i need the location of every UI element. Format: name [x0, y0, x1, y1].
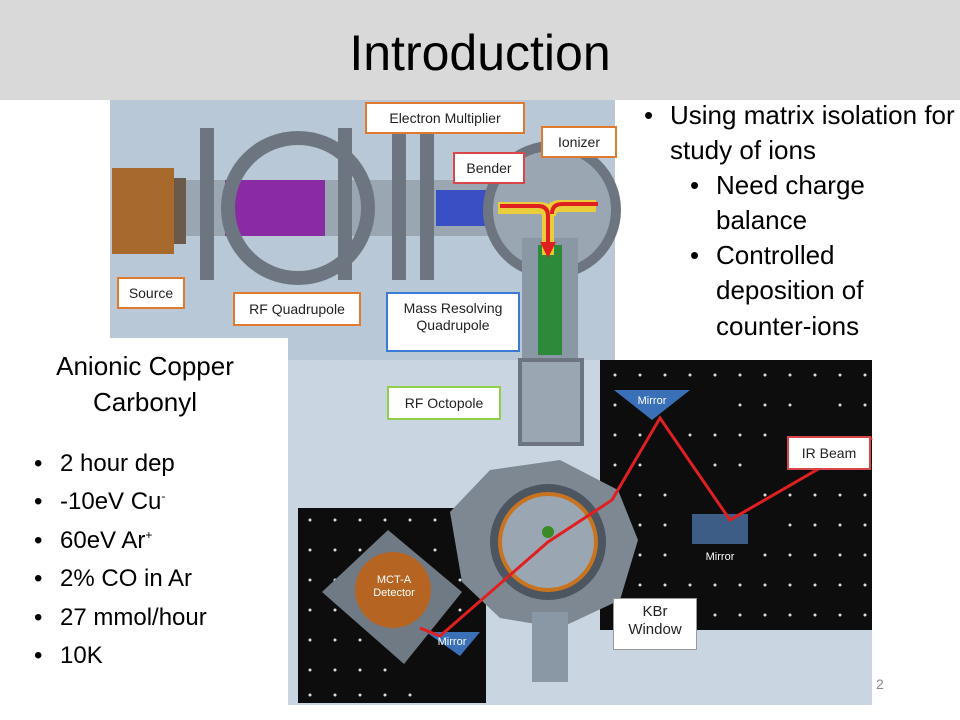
condition-item: -10eV Cu- [34, 483, 207, 522]
mirror-mid-shape [692, 514, 748, 544]
label-source: Source [117, 277, 185, 309]
label-mirror-top: Mirror [637, 395, 667, 407]
left-bullet-list: 2 hour dep -10eV Cu- 60eV Ar+ 2% CO in A… [34, 445, 207, 676]
bullet-controlled-deposition: Controlled deposition of counter-ions [690, 238, 960, 343]
rf-quadrupole-body [225, 180, 325, 236]
label-rf-octopole: RF Octopole [387, 386, 501, 420]
source-cylinder [112, 168, 174, 254]
rf-octopole-body [518, 358, 584, 446]
condition-item: 2% CO in Ar [34, 560, 207, 599]
condition-item: 2 hour dep [34, 445, 207, 484]
label-bender: Bender [453, 152, 525, 184]
title-bar [0, 0, 960, 100]
label-rf-quadrupole: RF Quadrupole [233, 292, 361, 326]
label-electron-multiplier: Electron Multiplier [365, 102, 525, 134]
left-panel-heading: Anionic Copper Carbonyl [56, 351, 234, 418]
right-bullet-list: Using matrix isolation for study of ions… [644, 98, 960, 344]
label-mct-detector: MCT-A Detector [373, 574, 415, 600]
mirror-bottom-shape [426, 632, 480, 656]
label-kbr-window: KBr Window [613, 598, 697, 650]
slide-title: Introduction [349, 25, 611, 81]
condition-item: 60eV Ar+ [34, 522, 207, 561]
label-ir-beam: IR Beam [787, 436, 871, 470]
bullet-charge-balance: Need charge balance [690, 168, 960, 238]
label-ionizer: Ionizer [541, 126, 617, 158]
page-number: 2 [876, 676, 884, 692]
table-holes-right [613, 373, 867, 617]
condition-item: 27 mmol/hour [34, 599, 207, 638]
mirror-top-shape [614, 390, 690, 420]
label-mirror-mid: Mirror [705, 551, 735, 563]
ir-beam-path [419, 415, 873, 638]
bullet-matrix-isolation: Using matrix isolation for study of ions [644, 98, 960, 168]
condition-item: 10K [34, 637, 207, 676]
label-mirror-bottom: Mirror [437, 636, 467, 648]
ion-arrow [500, 204, 550, 248]
cross-chamber [221, 131, 375, 285]
label-mass-resolving-quadrupole: Mass Resolving Quadrupole [386, 292, 520, 352]
